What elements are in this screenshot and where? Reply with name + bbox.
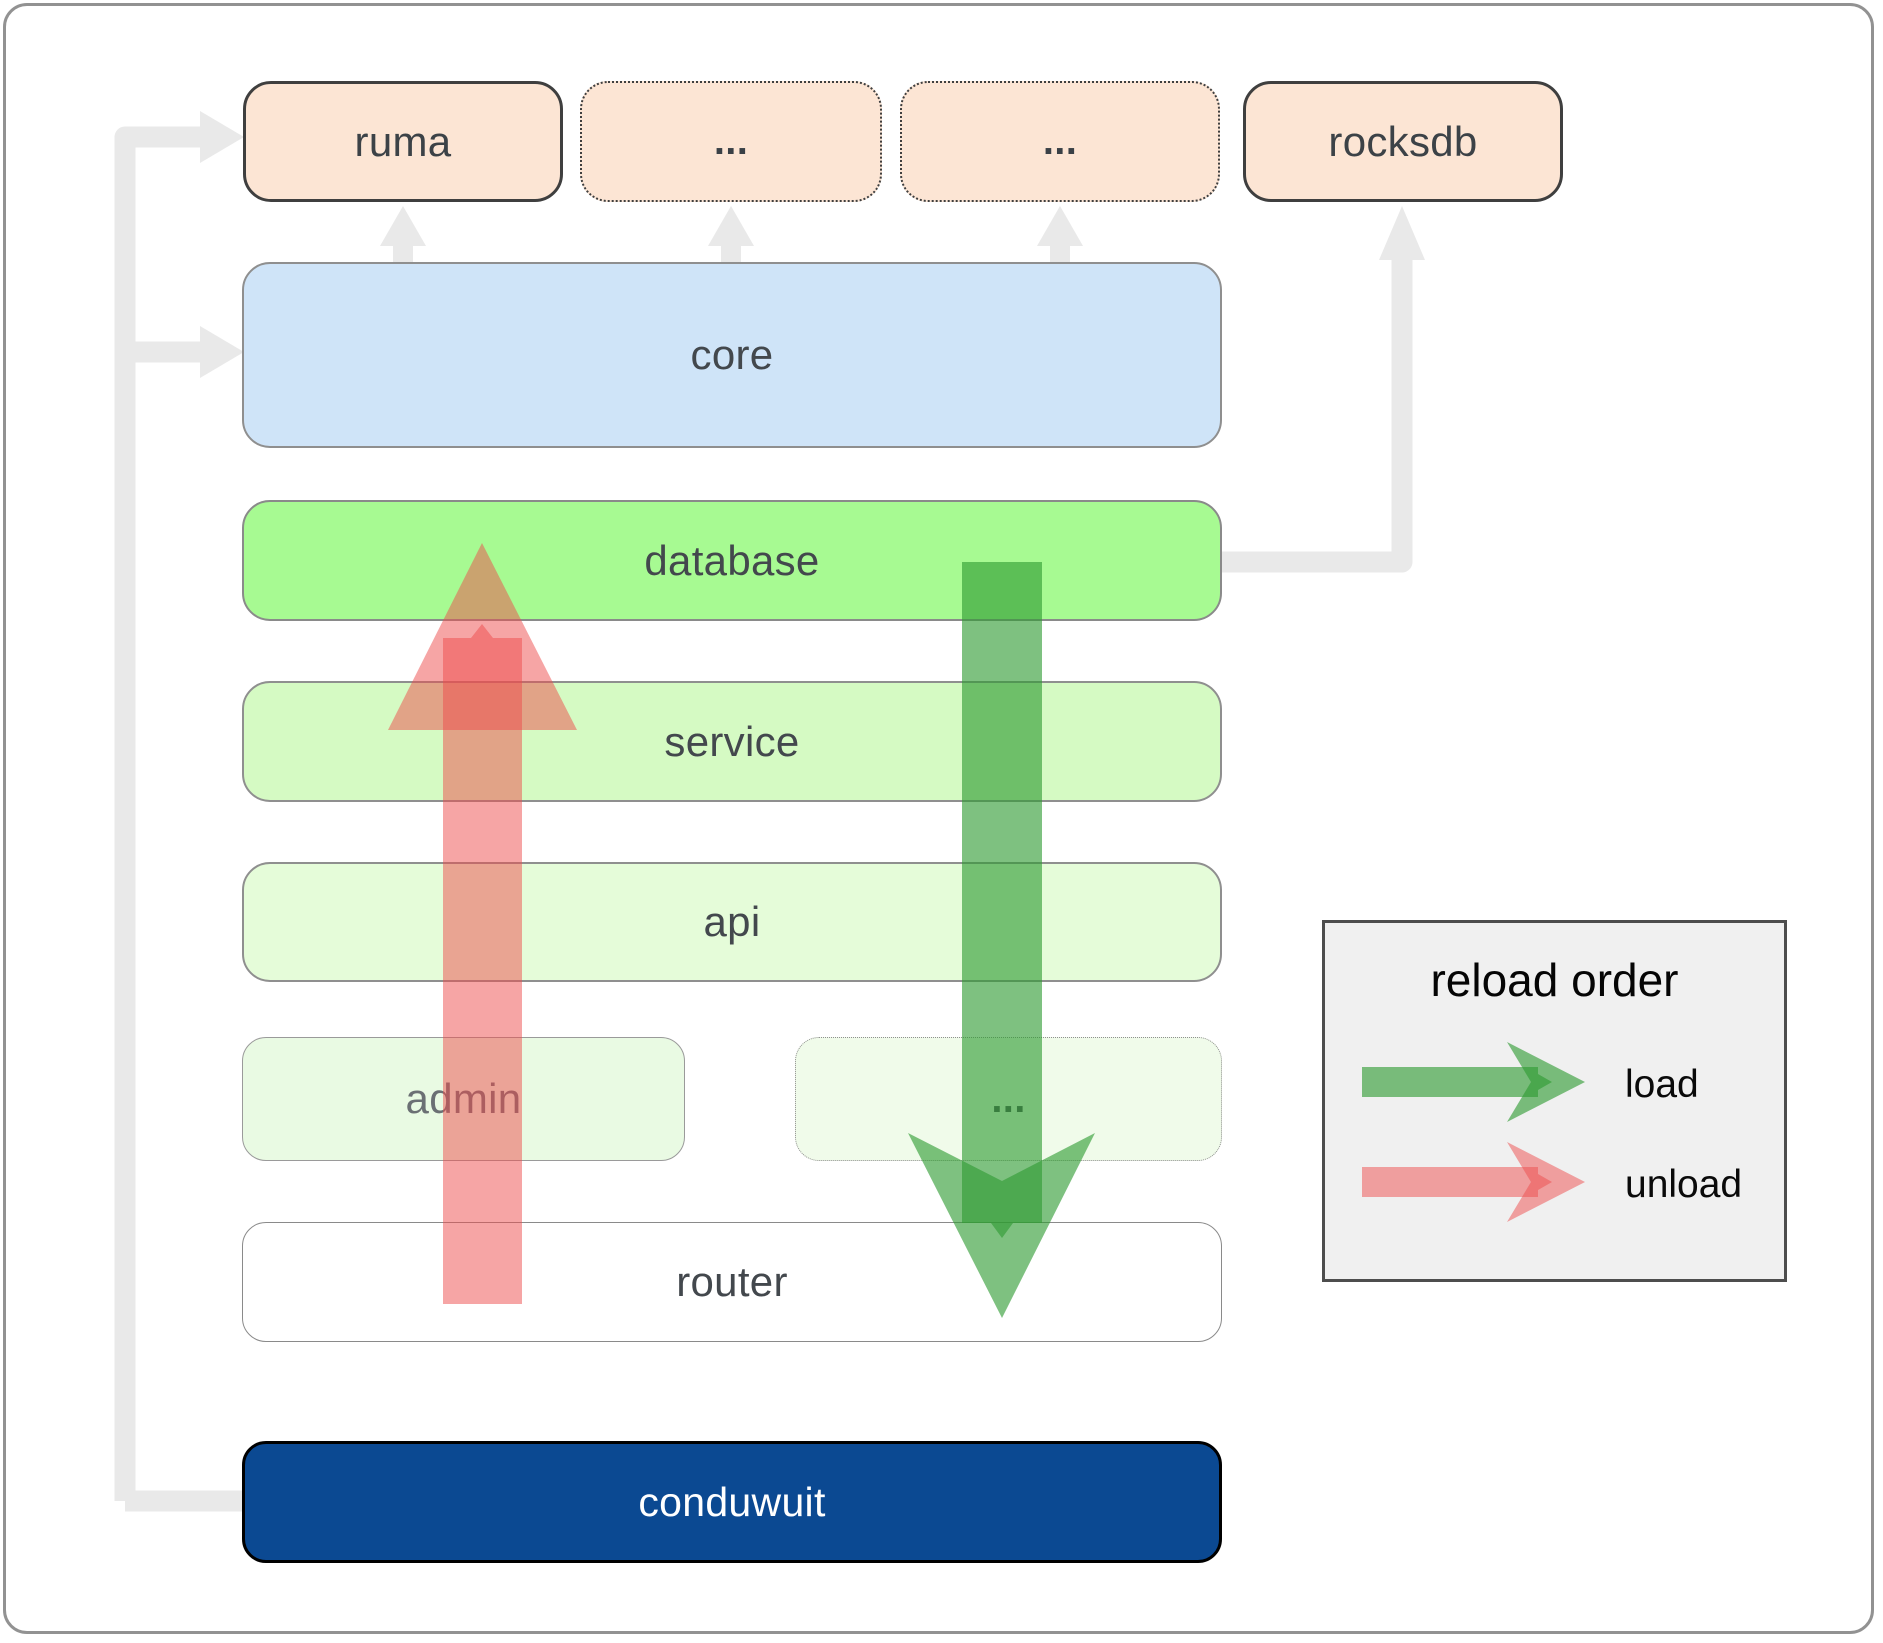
- outer-border: [3, 3, 1874, 1634]
- legend-title: reload order: [1430, 954, 1679, 1006]
- node-router-label: router: [676, 1258, 788, 1305]
- node-database: database: [242, 500, 1222, 621]
- node-ellipsis-top-1-label: ...: [713, 119, 749, 163]
- node-conduwuit-label: conduwuit: [638, 1478, 826, 1525]
- node-conduwuit: conduwuit: [242, 1441, 1222, 1563]
- node-ellipsis-top-2: ...: [900, 81, 1220, 202]
- node-ruma: ruma: [243, 81, 563, 202]
- node-database-label: database: [644, 536, 820, 584]
- node-api: api: [242, 862, 1222, 982]
- reload-order-legend: reload order load unload: [1322, 920, 1787, 1282]
- node-ellipsis-top-2-label: ...: [1042, 119, 1078, 163]
- legend-load-label: load: [1625, 1063, 1699, 1106]
- node-core-label: core: [690, 331, 774, 378]
- node-rocksdb-label: rocksdb: [1328, 117, 1478, 165]
- node-api-label: api: [703, 898, 761, 945]
- node-ruma-label: ruma: [354, 117, 452, 165]
- node-service-label: service: [664, 717, 800, 765]
- node-rocksdb: rocksdb: [1243, 81, 1563, 202]
- node-core: core: [242, 262, 1222, 448]
- node-ellipsis-admin-row: ...: [795, 1037, 1222, 1161]
- node-ellipsis-top-1: ...: [580, 81, 882, 202]
- node-ellipsis-admin-row-label: ...: [991, 1076, 1026, 1121]
- node-admin-label: admin: [405, 1075, 522, 1122]
- node-router: router: [242, 1222, 1222, 1342]
- node-service: service: [242, 681, 1222, 802]
- node-admin: admin: [242, 1037, 685, 1161]
- legend-unload-label: unload: [1625, 1163, 1743, 1206]
